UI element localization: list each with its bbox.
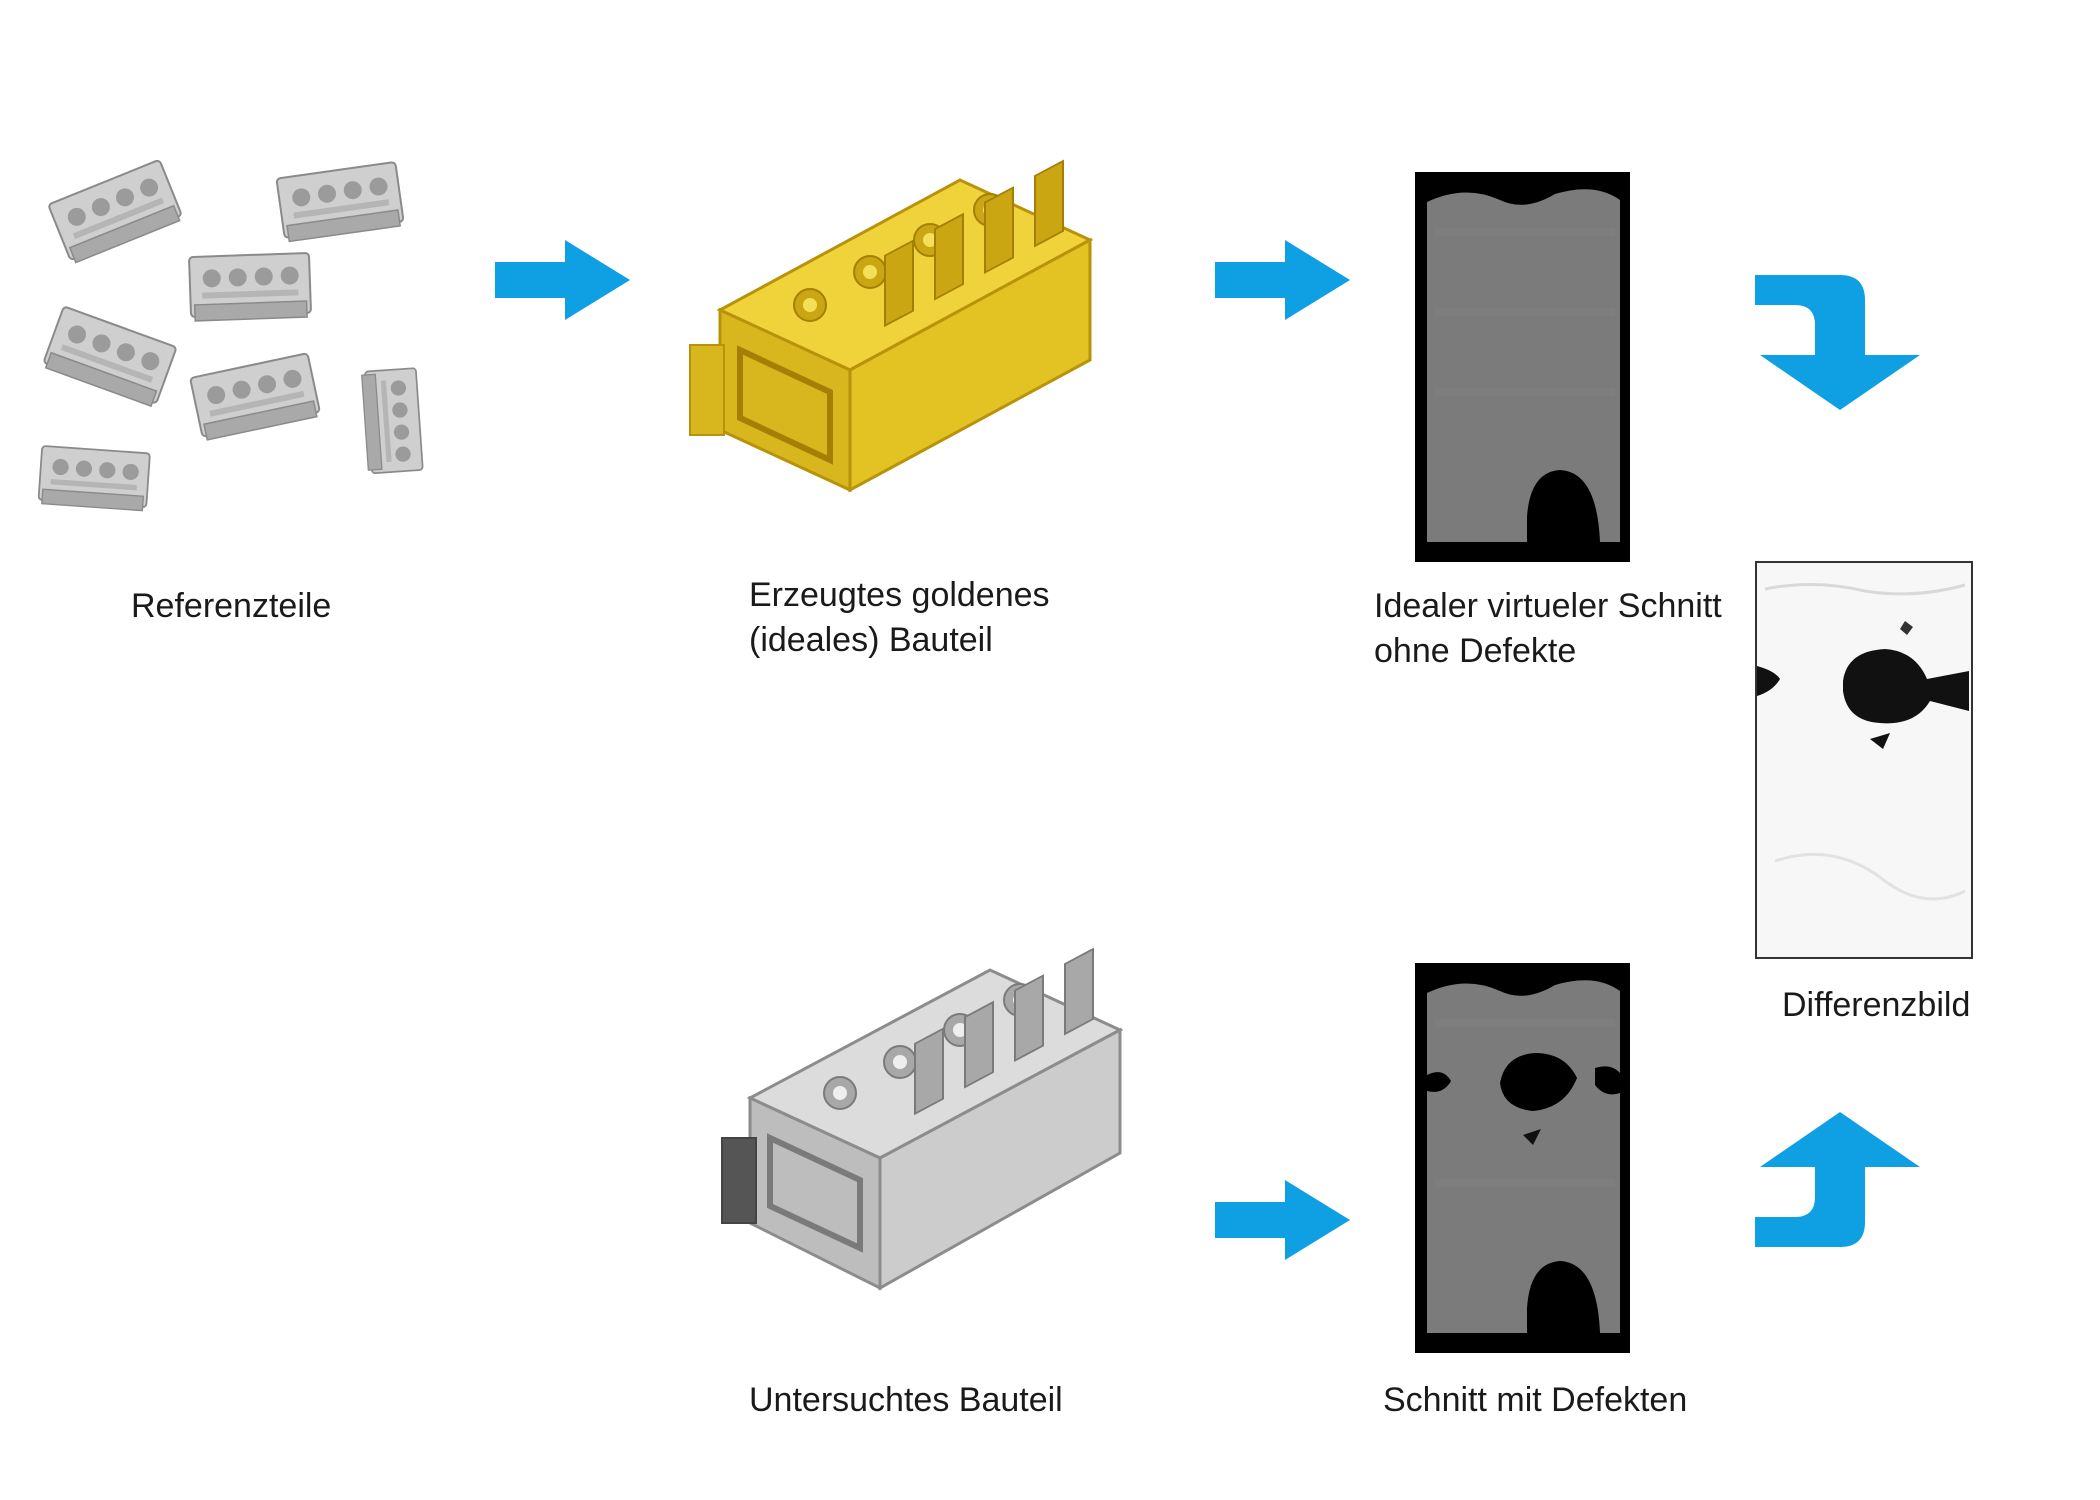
reference-parts-image: [37, 158, 424, 512]
arrow-turn-up-icon: [1755, 1112, 1920, 1247]
arrow-right-icon: [1215, 240, 1350, 320]
golden-part-label-line2: (ideales) Bauteil: [749, 621, 993, 659]
arrow-right-icon: [1215, 1180, 1350, 1260]
difference-image-label: Differenzbild: [1782, 986, 1971, 1024]
difference-image: [1755, 561, 1973, 959]
ideal-section-label-line2: ohne Defekte: [1374, 632, 1577, 670]
ideal-section-image: [1415, 172, 1630, 562]
arrow-right-icon: [495, 240, 630, 320]
reference-parts-label: Referenzteile: [131, 587, 332, 625]
golden-part-image: [689, 159, 1094, 493]
ideal-section-label-line1: Idealer virtueler Schnitt: [1374, 587, 1722, 625]
golden-part-label-line1: Erzeugtes goldenes: [749, 576, 1050, 614]
inspected-part-image: [721, 947, 1124, 1291]
inspected-part-label: Untersuchtes Bauteil: [749, 1381, 1063, 1419]
defect-section-label: Schnitt mit Defekten: [1383, 1381, 1688, 1419]
defect-section-image: [1415, 963, 1630, 1353]
arrow-turn-down-icon: [1755, 275, 1920, 410]
